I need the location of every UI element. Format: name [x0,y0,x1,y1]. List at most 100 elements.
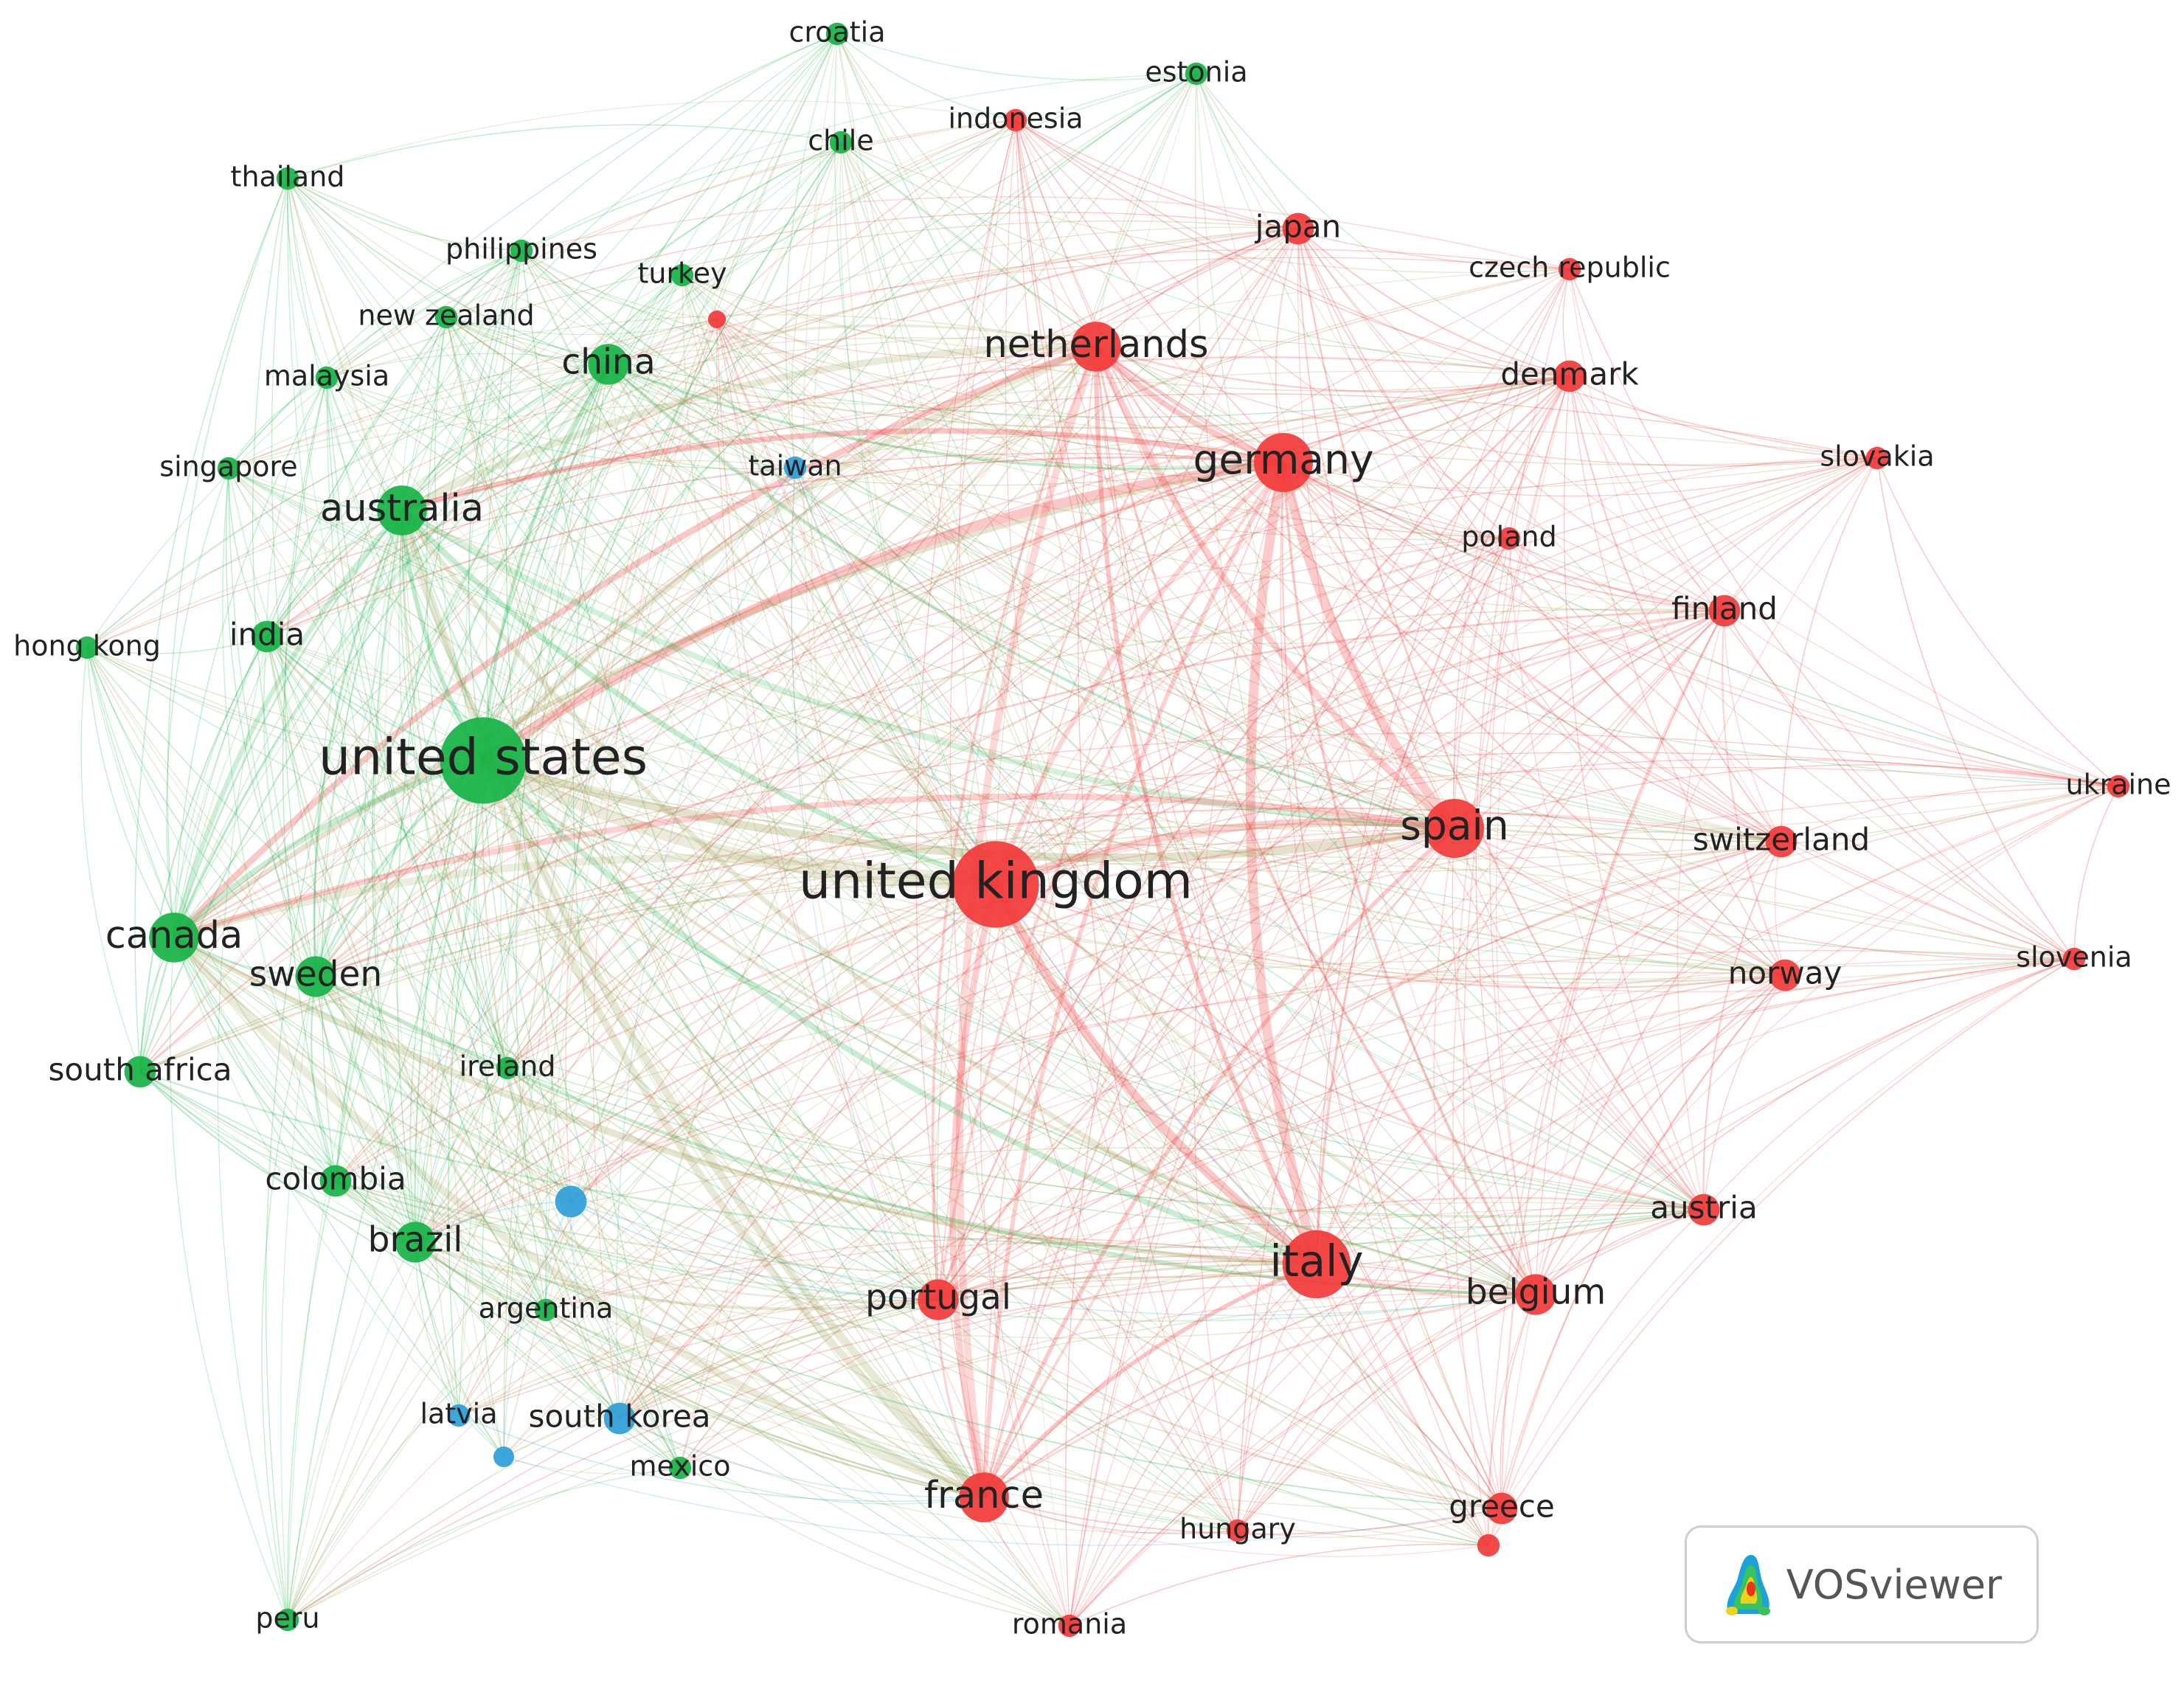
network-link [446,119,1016,318]
node-portugal[interactable] [918,1279,959,1320]
node-ireland[interactable] [496,1056,519,1080]
node-taiwan[interactable] [783,456,807,479]
network-link [682,274,1786,976]
network-link [1069,1543,1489,1626]
node-indonesia[interactable] [1004,108,1027,132]
network-link [1095,346,1502,1509]
network-link [995,375,1570,885]
node-slovakia[interactable] [1865,446,1889,470]
node-canada[interactable] [149,912,199,963]
node-latvia[interactable] [447,1404,471,1427]
node-philippines[interactable] [510,239,533,263]
network-link [937,1299,985,1498]
node-malaysia[interactable] [315,366,339,389]
node-mexico[interactable] [668,1456,692,1480]
node-czech-republic[interactable] [1558,257,1581,281]
node-india[interactable] [251,620,283,653]
network-link [619,1299,939,1419]
node-label-indonesia: indonesia [948,103,1083,135]
node-label-slovakia: slovakia [1820,440,1934,473]
network-link [86,647,316,977]
node-belgium[interactable] [1515,1274,1556,1315]
node-finland[interactable] [1708,595,1741,627]
node-south-korea[interactable] [603,1402,636,1435]
network-link [266,636,996,885]
node-label-taiwan: taiwan [748,450,842,482]
network-link [228,33,838,469]
network-link [482,467,796,761]
node-china[interactable] [588,344,629,385]
network-link [266,636,1782,860]
network-link [139,636,268,1073]
network-link [545,1309,985,1498]
node-denmark[interactable] [1553,360,1586,392]
node-chile[interactable] [829,131,853,154]
node-estonia[interactable] [1185,62,1208,86]
node-japan[interactable] [1282,212,1314,245]
network-link [1095,346,1782,842]
node-australia[interactable] [377,485,427,536]
network-link [2073,786,2119,960]
node-hungary[interactable] [1226,1519,1249,1542]
node-france[interactable] [959,1472,1009,1522]
node-thailand[interactable] [276,167,299,190]
network-link [937,1261,1536,1300]
network-link [335,960,1786,1182]
network-link [401,227,1299,512]
node-turkey[interactable] [670,263,694,287]
node-ukraine[interactable] [2107,775,2130,798]
network-link [415,119,1016,1243]
node-united-states[interactable] [440,717,527,804]
node-romania[interactable] [1058,1614,1081,1638]
node-croatia[interactable] [825,22,849,46]
network-link [326,377,681,1469]
network-link [1569,269,2075,960]
node-peru[interactable] [276,1608,299,1632]
network-link [537,364,609,1202]
node-germany[interactable] [1254,433,1313,492]
network-link [335,1180,1705,1279]
node-colombia[interactable] [319,1165,352,1197]
node-unlabeled-blue[interactable] [555,1185,587,1218]
network-link [335,346,1097,1182]
node-united-kingdom[interactable] [952,841,1039,928]
node-singapore[interactable] [217,457,240,480]
network-link [1316,958,2075,1265]
node-label-argentina: argentina [479,1292,614,1325]
node-austria[interactable] [1688,1194,1720,1226]
vosviewer-logo-icon [1725,1555,1770,1615]
node-unlabeled-blue-small[interactable] [493,1447,514,1467]
node-switzerland[interactable] [1765,825,1798,858]
node-unlabeled-red[interactable] [707,310,727,329]
node-slovenia[interactable] [2062,947,2086,971]
node-spain[interactable] [1425,799,1484,858]
network-link [1015,119,1455,829]
network-link [315,461,1284,977]
network-link [315,976,1705,1218]
network-link [171,343,1098,940]
network-link [836,33,1455,829]
node-norway[interactable] [1769,959,1801,991]
network-link [266,467,796,637]
network-link [313,316,447,977]
node-netherlands[interactable] [1071,322,1121,372]
node-greece[interactable] [1486,1492,1518,1525]
network-link [503,1201,572,1458]
network-link [401,510,1782,842]
node-unlabeled-red-greece[interactable] [1477,1534,1500,1557]
node-argentina[interactable] [534,1298,558,1322]
network-link [426,316,508,1069]
network-link [287,1299,939,1621]
network-link [334,760,484,1182]
node-hong-kong[interactable] [75,636,99,659]
network-link [482,760,2075,982]
network-link [282,377,336,1182]
node-sweden[interactable] [295,956,336,997]
node-brazil[interactable] [395,1222,436,1263]
network-link [1283,462,2075,960]
node-poland[interactable] [1497,527,1521,550]
node-south-africa[interactable] [124,1056,156,1088]
node-new-zealand[interactable] [434,305,458,329]
network-link [315,976,547,1311]
node-italy[interactable] [1282,1230,1351,1299]
